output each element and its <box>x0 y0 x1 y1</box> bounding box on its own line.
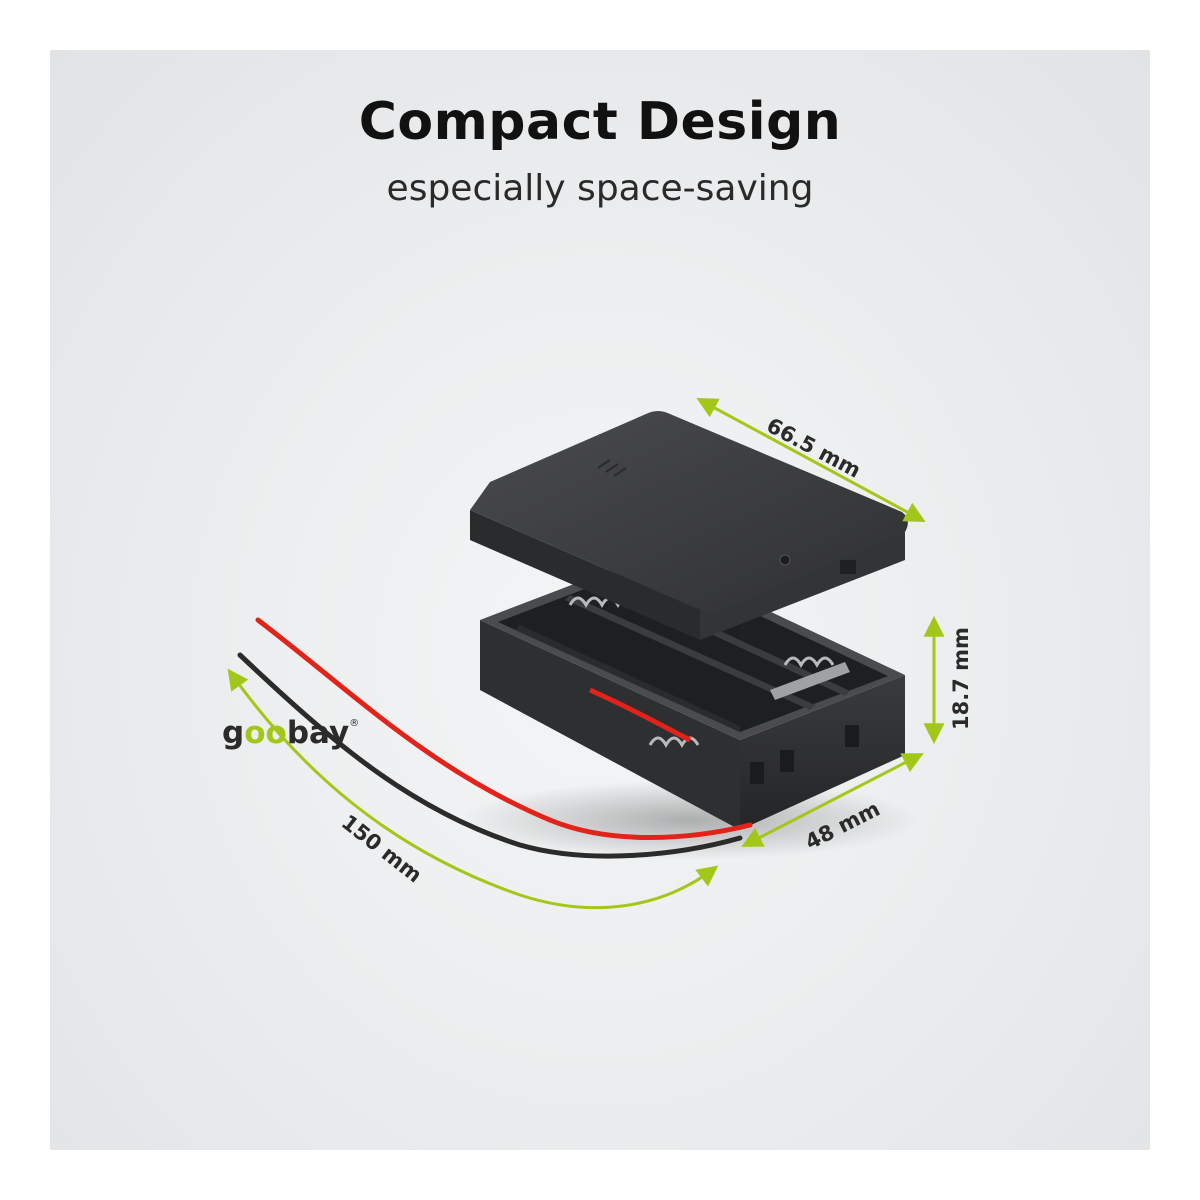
length-dimension-arrow <box>696 398 926 522</box>
width-dimension-arrow <box>741 753 924 847</box>
page-title: Compact Design <box>358 92 842 152</box>
cable-length-label: 150 mm <box>337 810 427 887</box>
cable-dimension-arrow <box>227 668 719 910</box>
product-illustration: 66.5 mm 18.7 mm 48 mm 150 mm <box>227 398 973 910</box>
height-label: 18.7 mm <box>949 627 973 730</box>
goobay-logo: goobay® <box>222 715 360 751</box>
contact-plate <box>770 662 850 700</box>
page-subtitle: especially space-saving <box>386 168 814 209</box>
battery-case-lid <box>470 411 908 640</box>
product-panel: Compact Design especially space-saving <box>50 50 1150 1150</box>
